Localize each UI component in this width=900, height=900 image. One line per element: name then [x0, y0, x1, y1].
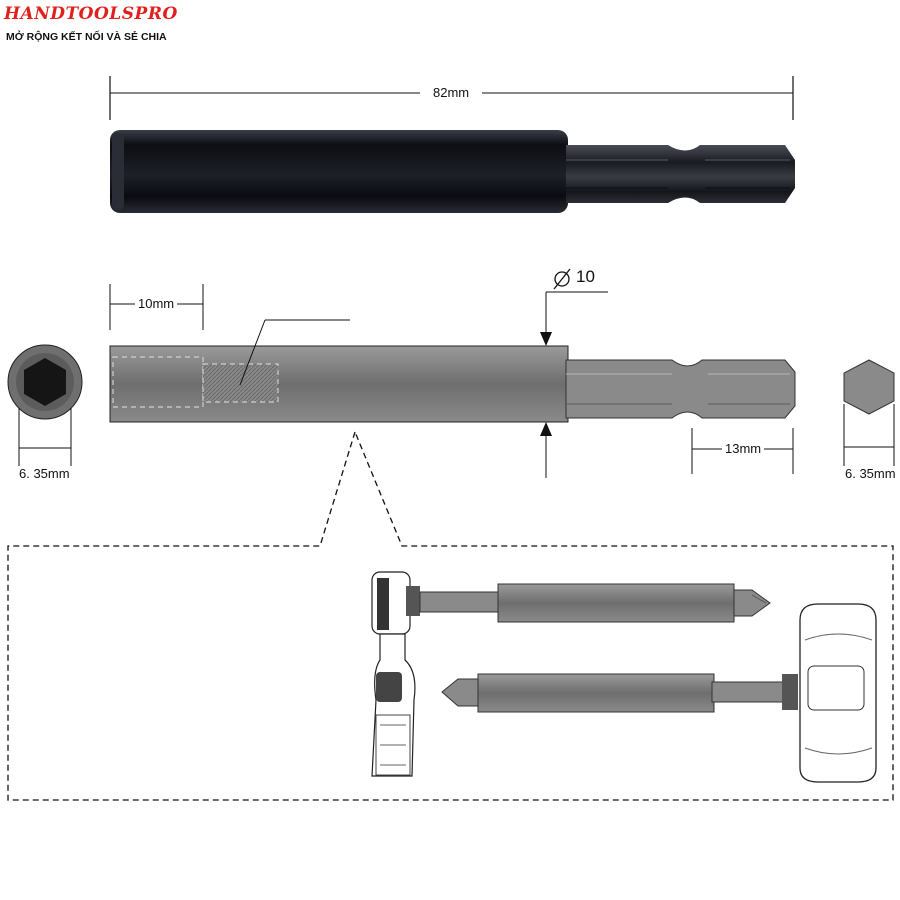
socket-end-view	[7, 344, 83, 466]
brand-tagline: MỞ RỘNG KẾT NỐI VÀ SẺ CHIA	[6, 31, 167, 43]
t-handle-illustration	[799, 603, 877, 783]
upper-assembly-illustration	[419, 583, 771, 623]
overall-length-label: 82mm	[430, 86, 473, 100]
shank-end-view	[843, 359, 895, 466]
brand-logo: HANDTOOLSPRO	[4, 4, 178, 24]
bit-holder-photo	[110, 130, 795, 213]
usage-detail-callout	[7, 430, 894, 801]
hex-shank-size-label: 6. 35mm	[845, 466, 896, 481]
holder-body-drawing	[109, 319, 569, 423]
overall-length-dimension	[109, 76, 794, 120]
hex-tip-length-label: 13mm	[722, 442, 765, 456]
ratchet-wrench-illustration	[371, 571, 420, 777]
hex-shank-drawing	[565, 359, 796, 419]
diameter-callout	[540, 268, 608, 478]
hex-socket-size-label: 6. 35mm	[19, 466, 70, 481]
socket-depth-label: 10mm	[135, 297, 178, 311]
lower-assembly-illustration	[441, 673, 798, 713]
diameter-label: 10	[576, 267, 595, 286]
